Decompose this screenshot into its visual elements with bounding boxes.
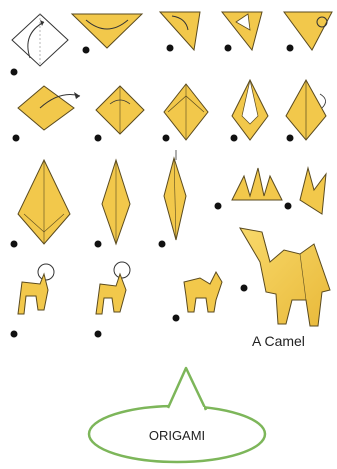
speech-bubble [89,368,265,462]
step-9 [232,80,268,140]
step-5 [284,12,332,50]
step-15 [300,168,326,214]
step-11 [18,160,70,244]
step-4 [222,12,262,50]
step-1 [12,14,68,66]
step-12 [102,160,130,244]
step-18 [184,272,222,312]
step-19-camel [240,228,330,326]
step-10 [286,80,326,140]
step-17 [96,262,130,314]
step-6 [18,86,80,130]
bubble-text: ORIGAMI [149,428,205,443]
step-3 [160,12,200,50]
step-14 [232,168,282,200]
step-8 [164,84,208,140]
step-7 [96,86,144,134]
camel-caption: A Camel [252,333,305,349]
step-13 [164,150,186,240]
step-2 [72,14,142,48]
step-16 [18,264,54,314]
